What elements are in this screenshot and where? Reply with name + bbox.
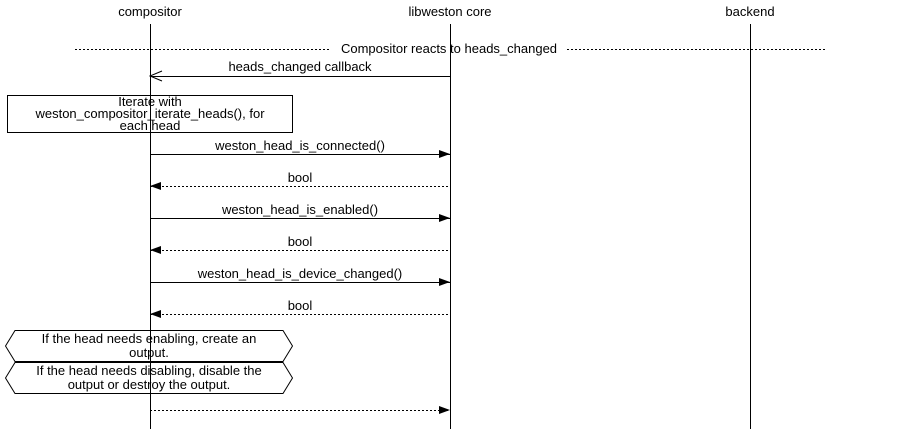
message-line: [150, 282, 450, 283]
condition-hexagon: [5, 330, 293, 362]
note-text: Iterate with weston_compositor_iterate_h…: [35, 94, 265, 133]
message-label: weston_head_is_connected(): [215, 138, 385, 153]
message-line: [150, 218, 450, 219]
message-label: weston_head_is_enabled(): [221, 202, 379, 217]
return-line: [150, 186, 450, 187]
lifeline-libweston-core: [449, 24, 451, 429]
participant-label-backend: backend: [725, 4, 775, 19]
return-line: [150, 410, 450, 411]
message-label: bool: [287, 234, 313, 249]
participant-label-libweston-core: libweston core: [408, 4, 492, 19]
lifeline-compositor: [149, 24, 151, 429]
filled-arrowhead-right-icon: [439, 214, 450, 222]
condition-hexagon: [5, 362, 293, 394]
message-label: bool: [287, 298, 313, 313]
divider-label: Compositor reacts to heads_changed: [340, 41, 558, 56]
filled-arrowhead-left-icon: [150, 310, 161, 318]
participant-label-compositor: compositor: [118, 4, 182, 19]
message-label: heads_changed callback: [228, 59, 372, 74]
filled-arrowhead-left-icon: [150, 182, 161, 190]
message-line: [150, 154, 450, 155]
return-line: [150, 250, 450, 251]
divider-line-left: [75, 49, 331, 50]
filled-arrowhead-right-icon: [439, 406, 450, 414]
lifeline-backend: [749, 24, 751, 429]
message-line: [150, 76, 450, 77]
return-line: [150, 314, 450, 315]
message-label: bool: [287, 170, 313, 185]
filled-arrowhead-right-icon: [439, 150, 450, 158]
filled-arrowhead-right-icon: [439, 278, 450, 286]
divider-line-right: [567, 49, 825, 50]
condition-text: If the head needs enabling, create an ou…: [41, 331, 257, 360]
condition-text: If the head needs disabling, disable the…: [36, 363, 262, 392]
filled-arrowhead-left-icon: [150, 246, 161, 254]
message-label: weston_head_is_device_changed(): [197, 266, 403, 281]
note-box: [7, 95, 293, 133]
open-arrowhead-left-icon: [149, 70, 163, 82]
